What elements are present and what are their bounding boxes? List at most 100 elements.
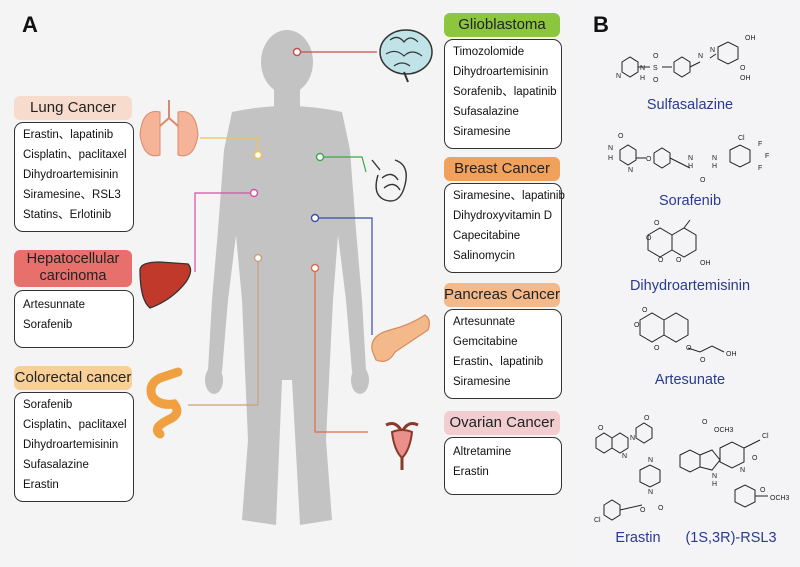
sulfasalazine-label: Sulfasalazine [646,97,734,113]
drug-item: Sorafenib [23,399,73,411]
liver-icon [139,261,192,309]
glioblastoma-tag: Glioblastoma [444,13,560,37]
drug-item: Dihydroartemisinin [453,66,549,78]
atom-label: O [760,487,766,494]
drug-item: Dihydroartemisinin [23,169,119,181]
pancreas-icon [371,314,431,362]
drug-item: Siramesine、RSL3 [23,189,121,201]
chem-structures [595,41,768,521]
atom-label: O [700,357,706,364]
human-silhouette [205,30,369,525]
erastin-structure [595,422,661,521]
atom-label: S [653,65,658,72]
atom-label: H [640,75,645,82]
drug-item: Sorafenib、lapatinib [453,86,557,98]
panel-b-label: B [593,12,609,37]
atom-label: N [622,453,627,460]
atom-label: O [676,257,682,264]
atom-label: F [765,153,769,160]
atom-label: N [740,467,745,474]
atom-label: O [618,133,624,140]
atom-label: H [688,163,693,170]
atom-label: N [648,457,653,464]
atom-label: N [616,73,621,80]
intestine-icon [146,367,183,439]
drug-item: Erastin [453,466,489,478]
connector-dots [249,47,325,273]
drug-item: Gemcitabine [453,336,518,348]
artesunate-label: Artesunate [654,372,726,388]
atom-labels: OH O OH N N O S N H O N O N H N O N H N … [594,35,790,524]
atom-label: O [653,53,659,60]
atom-label: O [653,77,659,84]
atom-label: N [628,167,633,174]
drug-item: Sufasalazine [23,459,89,471]
drug-item: Timozolomide [453,46,525,58]
panel-a-label: A [22,12,38,37]
pancreas-cancer-tag: Pancreas Cancer [444,283,560,307]
ovarian-cancer-tag: Ovarian Cancer [444,411,560,435]
atom-label: O [598,425,604,432]
drug-item: Erastin、lapatinib [23,129,114,141]
dihydroartemisinin-structure [647,219,697,258]
atom-label: OH [700,260,711,267]
colorectal-cancer-tag: Colorectal cancer [14,366,132,390]
atom-label: OCH3 [770,495,790,502]
atom-label: N [710,47,715,54]
drug-item: Sufasalazine [453,106,519,118]
rsl3-label: (1S,3R)-RSL3 [685,530,777,546]
connector-lines [188,51,377,433]
drug-item: Capecitabine [453,230,521,242]
sorafenib-label: Sorafenib [658,193,722,209]
atom-label: O [658,257,664,264]
atom-label: N [630,435,635,442]
ovarian-cancer-card: Altretamine Erastin [444,437,562,495]
drug-item: Dihydroartemisinin [23,439,119,451]
breast-cancer-card: Siramesine、lapatinib Dihydroxyvitamin D … [444,183,565,273]
hepatocellular-card: Artesunnate Sorafenib [14,290,134,348]
atom-label: N [640,65,645,72]
sorafenib-structure [619,144,751,169]
drug-item: Siramesine [453,376,511,388]
atom-label: O [740,65,746,72]
drug-item: Sorafenib [23,319,73,331]
atom-label: OH [726,351,737,358]
colorectal-cancer-card: Sorafenib Cisplatin、paclitaxel Dihydroar… [14,392,134,502]
atom-label: F [758,165,762,172]
atom-label: O [634,322,640,329]
atom-label: H [608,155,613,162]
rsl3-structure [679,439,768,508]
atom-label: N [648,489,653,496]
lung-cancer-card: Erastin、lapatinib Cisplatin、paclitaxel D… [14,122,134,232]
drug-item: Statins、Erlotinib [23,209,112,221]
pancreas-cancer-card: Artesunnate Gemcitabine Erastin、lapatini… [444,309,562,399]
atom-label: N [712,155,717,162]
atom-label: O [700,177,706,184]
breast-cancer-tag: Breast Cancer [444,157,560,181]
drug-item: Cisplatin、paclitaxel [23,419,127,431]
hepatocellular-title-line1: Hepatocellular [26,251,120,267]
drug-item: Salinomycin [453,250,515,262]
atom-label: N [698,53,703,60]
brain-icon [379,29,433,83]
lung-cancer-tag: Lung Cancer [14,96,132,120]
drug-item: Erastin [23,479,59,491]
panel-b [583,0,800,567]
atom-label: N [712,473,717,480]
atom-label: OH [745,35,756,42]
atom-label: Cl [738,135,745,142]
atom-label: O [654,220,660,227]
drug-item: Dihydroxyvitamin D [453,210,553,222]
atom-label: O [686,345,692,352]
drug-item: Erastin、lapatinib [453,356,544,368]
erastin-label: Erastin [615,530,661,546]
atom-label: OCH3 [714,427,734,434]
drug-item: Siramesine [453,126,511,138]
atom-label: N [608,145,613,152]
atom-label: O [702,419,708,426]
atom-label: O [646,156,652,163]
atom-label: O [646,235,652,242]
drug-item: Siramesine、lapatinib [453,190,565,202]
artesunate-structure [639,312,725,353]
